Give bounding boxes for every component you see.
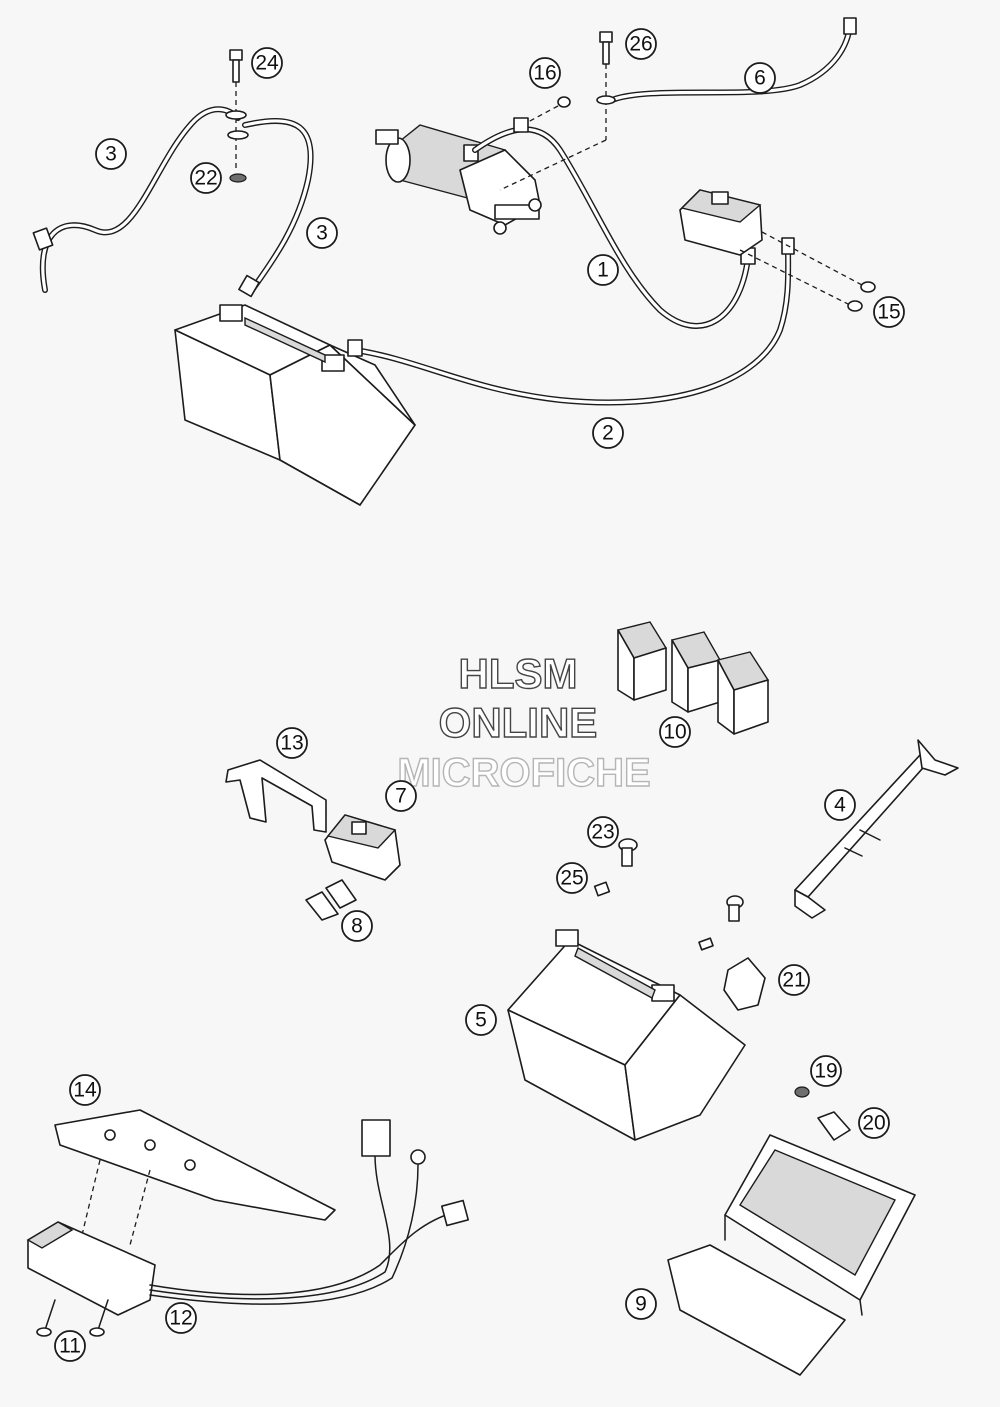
callout-4: 4 <box>824 789 856 821</box>
svg-text:12: 12 <box>169 1307 192 1330</box>
plates-8 <box>305 879 357 921</box>
watermark-line-3: MICROFICHE <box>397 751 650 795</box>
svg-text:11: 11 <box>59 1335 81 1358</box>
svg-text:3: 3 <box>105 143 117 166</box>
callout-25: 25 <box>556 862 588 894</box>
battery-5 <box>507 929 746 1141</box>
screws-11 <box>36 1299 109 1337</box>
svg-text:7: 7 <box>395 785 407 808</box>
callout-6: 6 <box>744 62 776 94</box>
watermark-line-2: ONLINE <box>439 699 598 746</box>
bolt-16 <box>527 96 571 123</box>
regulator-12 <box>26 1119 470 1316</box>
screws-15 <box>847 281 876 312</box>
callout-1: 1 <box>587 254 619 286</box>
nut-25 <box>593 881 611 897</box>
svg-text:10: 10 <box>663 721 686 744</box>
svg-text:9: 9 <box>635 1293 647 1316</box>
callout-26: 26 <box>625 28 657 60</box>
svg-text:24: 24 <box>255 52 279 75</box>
cable-3-left <box>32 106 241 293</box>
callout-9: 9 <box>625 1288 657 1320</box>
screw-terminal <box>698 895 744 951</box>
relay-top <box>679 189 863 306</box>
svg-text:8: 8 <box>351 915 363 938</box>
callout-19: 19 <box>810 1055 842 1087</box>
watermark-line-1: HLSM <box>459 650 578 697</box>
svg-text:1: 1 <box>597 259 609 282</box>
svg-text:15: 15 <box>877 301 900 324</box>
callout-24: 24 <box>251 47 283 79</box>
svg-text:4: 4 <box>834 794 846 817</box>
bolt-26 <box>499 31 616 191</box>
svg-text:14: 14 <box>73 1079 97 1102</box>
screw-23 <box>618 838 638 867</box>
callout-7: 7 <box>385 780 417 812</box>
cable-3-right <box>238 117 314 298</box>
plate-14 <box>54 1109 336 1246</box>
svg-text:16: 16 <box>533 62 556 85</box>
callout-22: 22 <box>190 162 222 194</box>
callout-8: 8 <box>341 910 373 942</box>
cable-2 <box>347 237 795 406</box>
callout-2: 2 <box>592 417 624 449</box>
svg-text:2: 2 <box>602 422 614 445</box>
callout-13: 13 <box>276 727 308 759</box>
callout-3b: 3 <box>306 217 338 249</box>
relay-7 <box>324 814 401 881</box>
svg-text:13: 13 <box>280 732 303 755</box>
starter-motor <box>375 124 542 235</box>
callout-10: 10 <box>659 716 691 748</box>
svg-text:3: 3 <box>316 222 328 245</box>
callout-21: 21 <box>778 964 810 996</box>
svg-text:25: 25 <box>560 867 583 890</box>
callout-11: 11 <box>54 1330 86 1362</box>
callout-14: 14 <box>69 1074 101 1106</box>
cable-6 <box>609 17 857 103</box>
svg-text:6: 6 <box>754 67 766 90</box>
callout-5: 5 <box>465 1004 497 1036</box>
svg-text:19: 19 <box>814 1060 837 1083</box>
terminal-21 <box>723 957 766 1011</box>
tray-9 <box>667 1134 916 1376</box>
fuses-10 <box>616 621 770 735</box>
bracket-13 <box>225 759 327 833</box>
callout-3a: 3 <box>95 138 127 170</box>
callout-16: 16 <box>529 57 561 89</box>
holder-4 <box>794 739 959 919</box>
callout-12: 12 <box>165 1302 197 1334</box>
svg-text:20: 20 <box>862 1112 885 1135</box>
watermark: HLSM ONLINE MICROFICHE <box>397 649 652 795</box>
callout-15: 15 <box>873 296 905 328</box>
svg-text:22: 22 <box>194 167 217 190</box>
svg-text:21: 21 <box>782 969 805 992</box>
battery-top <box>174 304 416 506</box>
bolt-24 <box>225 49 249 170</box>
svg-text:5: 5 <box>475 1009 487 1032</box>
clip-20 <box>817 1111 851 1141</box>
washer-22 <box>229 173 247 183</box>
screw-19 <box>794 1086 810 1098</box>
callout-20: 20 <box>858 1107 890 1139</box>
svg-text:26: 26 <box>629 33 652 56</box>
callout-23: 23 <box>587 816 619 848</box>
svg-text:23: 23 <box>591 821 614 844</box>
